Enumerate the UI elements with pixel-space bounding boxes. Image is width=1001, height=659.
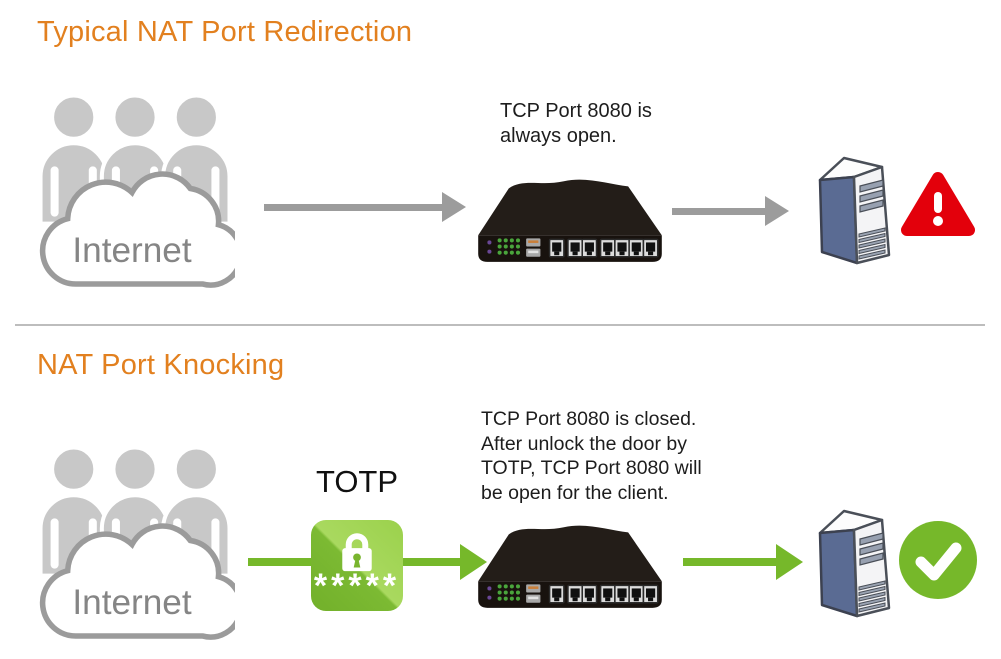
totp-lock-badge: ***** [311, 520, 403, 611]
cloud-icon [39, 171, 235, 288]
server-vents [858, 580, 886, 613]
led-panel [487, 584, 521, 601]
arrow-shaft [683, 558, 776, 566]
usb-ports [526, 238, 541, 257]
arrow-shaft [672, 207, 765, 215]
check-icon [899, 521, 977, 599]
warning-icon [901, 172, 975, 236]
arrow-head [442, 192, 466, 222]
arrow-head [765, 196, 789, 226]
router-note-bottom: TCP Port 8080 is closed. After unlock th… [481, 408, 702, 504]
ethernet-ports [548, 584, 659, 604]
server-icon-top [818, 156, 891, 265]
server-icon-bottom [818, 509, 891, 618]
server-vents [858, 227, 886, 260]
led-panel [487, 238, 521, 255]
arrow-shaft [264, 203, 442, 211]
router-icon-bottom [478, 525, 662, 608]
internet-label: Internet [72, 583, 191, 622]
server-drive-bays [859, 532, 884, 566]
arrow-router-to-server-top [672, 196, 789, 226]
ethernet-ports [548, 238, 659, 258]
router-note-top: TCP Port 8080 is always open. [500, 100, 652, 147]
section-title-bottom: NAT Port Knocking [37, 349, 285, 381]
padlock-icon [342, 533, 372, 572]
router-icon-top [478, 179, 662, 262]
server-drive-bays [859, 179, 884, 213]
arrow-head [460, 544, 487, 580]
totp-label: TOTP [315, 464, 399, 499]
section-title-top: Typical NAT Port Redirection [37, 16, 413, 48]
arrow-internet-to-router-top [264, 192, 466, 222]
usb-ports [526, 584, 541, 603]
internet-label: Internet [72, 231, 191, 270]
arrow-router-to-server-bottom [683, 544, 803, 580]
internet-cloud-group-bottom: Internet [38, 446, 235, 640]
arrow-head [776, 544, 803, 580]
totp-code: ***** [313, 567, 401, 605]
cloud-icon [39, 523, 235, 640]
section-divider [15, 324, 985, 326]
internet-cloud-group-top: Internet [38, 94, 235, 288]
